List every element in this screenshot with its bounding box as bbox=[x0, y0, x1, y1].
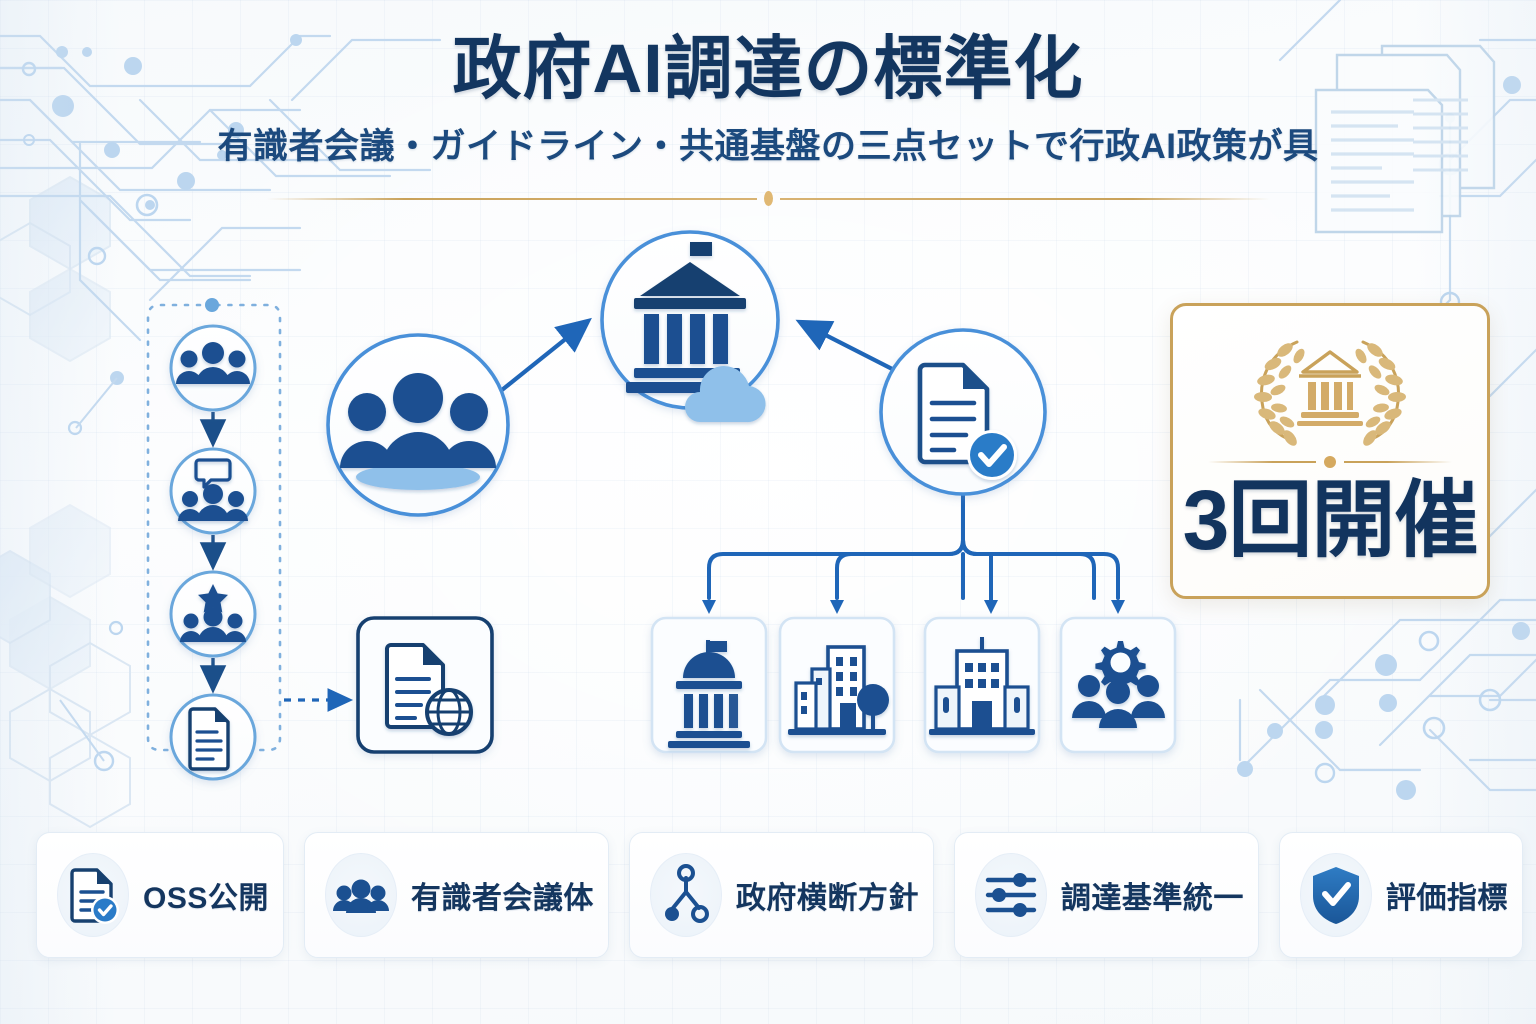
child-node-4[interactable] bbox=[1059, 616, 1177, 754]
badge-icon-wrap bbox=[649, 853, 722, 937]
document-check-icon bbox=[70, 868, 119, 924]
badge-oss-public[interactable]: OSS公開 bbox=[36, 832, 284, 958]
child-node-2[interactable] bbox=[778, 616, 896, 754]
badge-icon-wrap bbox=[57, 853, 129, 937]
badge-row: OSS公開 有識者会議体 bbox=[36, 832, 1523, 958]
arrow-guideline-to-government-icon bbox=[795, 319, 899, 374]
header: 政府AI調達の標準化 有識者会議・ガイドライン・共通基盤の三点セットで行政AI政… bbox=[0, 30, 1536, 207]
badge-label: 有識者会議体 bbox=[410, 882, 594, 915]
arrow-experts-to-government-icon bbox=[490, 317, 592, 400]
flow-step-4-node[interactable] bbox=[169, 693, 257, 781]
divider-line-left bbox=[266, 197, 757, 200]
gold-divider-dot-icon bbox=[763, 191, 773, 207]
document-icon bbox=[188, 707, 230, 771]
highlight-card: 3回開催 bbox=[1170, 303, 1490, 599]
badge-label: 政府横断方針 bbox=[735, 882, 919, 915]
main-node-guideline[interactable] bbox=[879, 328, 1047, 496]
flow-step-1-node[interactable] bbox=[169, 324, 257, 412]
badge-icon-wrap bbox=[1299, 853, 1372, 937]
gold-divider-dot-icon bbox=[1324, 456, 1336, 468]
page-subtitle: 有識者会議・ガイドライン・共通基盤の三点セットで行政AI政策が具 bbox=[217, 127, 1319, 167]
divider-line-right bbox=[779, 197, 1270, 200]
badge-label: OSS公開 bbox=[143, 882, 269, 915]
badge-icon-wrap bbox=[324, 853, 397, 937]
network-branch-icon bbox=[664, 864, 709, 923]
sliders-icon bbox=[985, 873, 1037, 917]
page-title: 政府AI調達の標準化 bbox=[452, 30, 1084, 107]
badge-label: 評価指標 bbox=[1385, 882, 1508, 915]
output-node[interactable] bbox=[356, 616, 494, 754]
laurel-wreath-government-building-icon bbox=[1254, 340, 1406, 446]
flow-step-2-node[interactable] bbox=[169, 447, 257, 535]
badge-procurement-standard[interactable]: 調達基準統一 bbox=[953, 832, 1259, 958]
badge-evaluation-metrics[interactable]: 評価指標 bbox=[1278, 832, 1523, 958]
highlight-card-divider bbox=[1208, 456, 1452, 468]
tree-connector bbox=[707, 488, 1120, 600]
badge-cross-government-policy[interactable]: 政府横断方針 bbox=[628, 832, 934, 958]
badge-label: 調達基準統一 bbox=[1060, 882, 1244, 915]
flow-step-3-node[interactable] bbox=[169, 570, 257, 658]
badge-icon-wrap bbox=[974, 853, 1047, 937]
divider-line-right bbox=[1344, 461, 1452, 463]
divider-line-left bbox=[1208, 461, 1316, 463]
header-divider bbox=[0, 191, 1536, 207]
child-node-1[interactable] bbox=[650, 616, 768, 754]
main-node-government[interactable] bbox=[600, 230, 780, 423]
flow-chain-start-dot-icon bbox=[205, 298, 219, 312]
child-node-3[interactable] bbox=[923, 616, 1041, 754]
badge-expert-council[interactable]: 有識者会議体 bbox=[303, 832, 609, 958]
tree-arrowheads bbox=[702, 600, 1125, 614]
highlight-card-value: 3回開催 bbox=[1182, 473, 1479, 567]
shield-check-icon bbox=[1312, 867, 1359, 924]
people-group-icon bbox=[332, 879, 389, 913]
main-node-experts[interactable] bbox=[326, 333, 510, 517]
tree-connector-fix bbox=[961, 538, 994, 602]
